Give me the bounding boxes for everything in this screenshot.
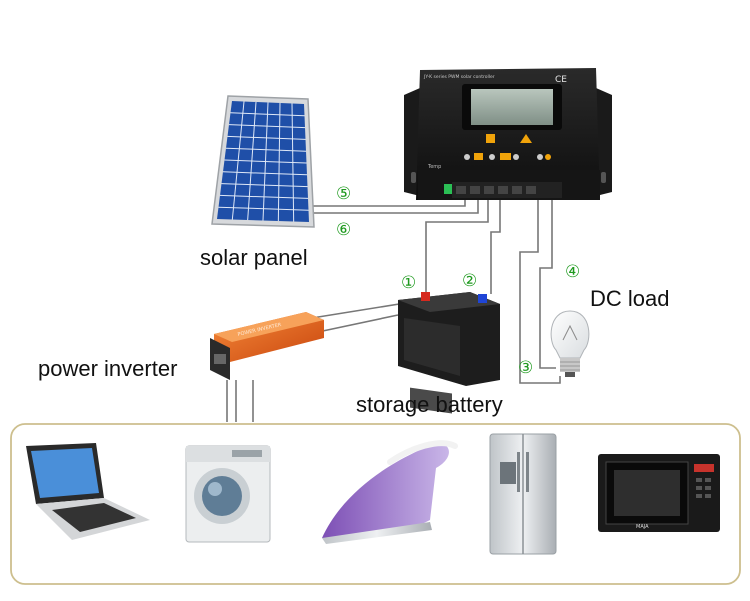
microwave: MAJA [598, 454, 720, 532]
controller-model-text: JY-K series PWM solar controller [423, 74, 495, 80]
battery-negative-terminal [478, 294, 487, 303]
ce-mark: CE [555, 75, 567, 85]
connection-number-6: ⑥ [336, 220, 352, 240]
connection-number-4: ④ [565, 262, 581, 282]
laptop [26, 443, 150, 540]
wiring [226, 198, 561, 422]
storage-battery-label: storage battery [356, 392, 503, 417]
power-inverter-label: power inverter [38, 356, 178, 381]
power-inverter: POWER INVERTER [210, 312, 324, 380]
connection-number-1: ① [401, 273, 417, 293]
dc-load-label: DC load [590, 286, 670, 311]
solar-panel [211, 95, 315, 228]
connection-number-5: ⑤ [336, 184, 352, 204]
refrigerator [489, 433, 557, 555]
light-bulb [550, 310, 590, 377]
usb-port [444, 184, 452, 194]
temp-text: Temp [427, 164, 441, 170]
washing-machine [185, 445, 271, 543]
microwave-brand-text: MAJA [636, 524, 649, 530]
solar-cell-grid [218, 101, 309, 222]
storage-battery [398, 292, 500, 414]
connection-number-2: ② [462, 271, 478, 291]
charge-controller: JY-K series PWM solar controller CE Temp [404, 68, 612, 200]
appliances-frame [10, 423, 741, 585]
solar-panel-label: solar panel [200, 245, 308, 270]
iron [322, 440, 458, 544]
connection-number-3: ③ [518, 358, 534, 378]
battery-positive-terminal [421, 292, 430, 301]
